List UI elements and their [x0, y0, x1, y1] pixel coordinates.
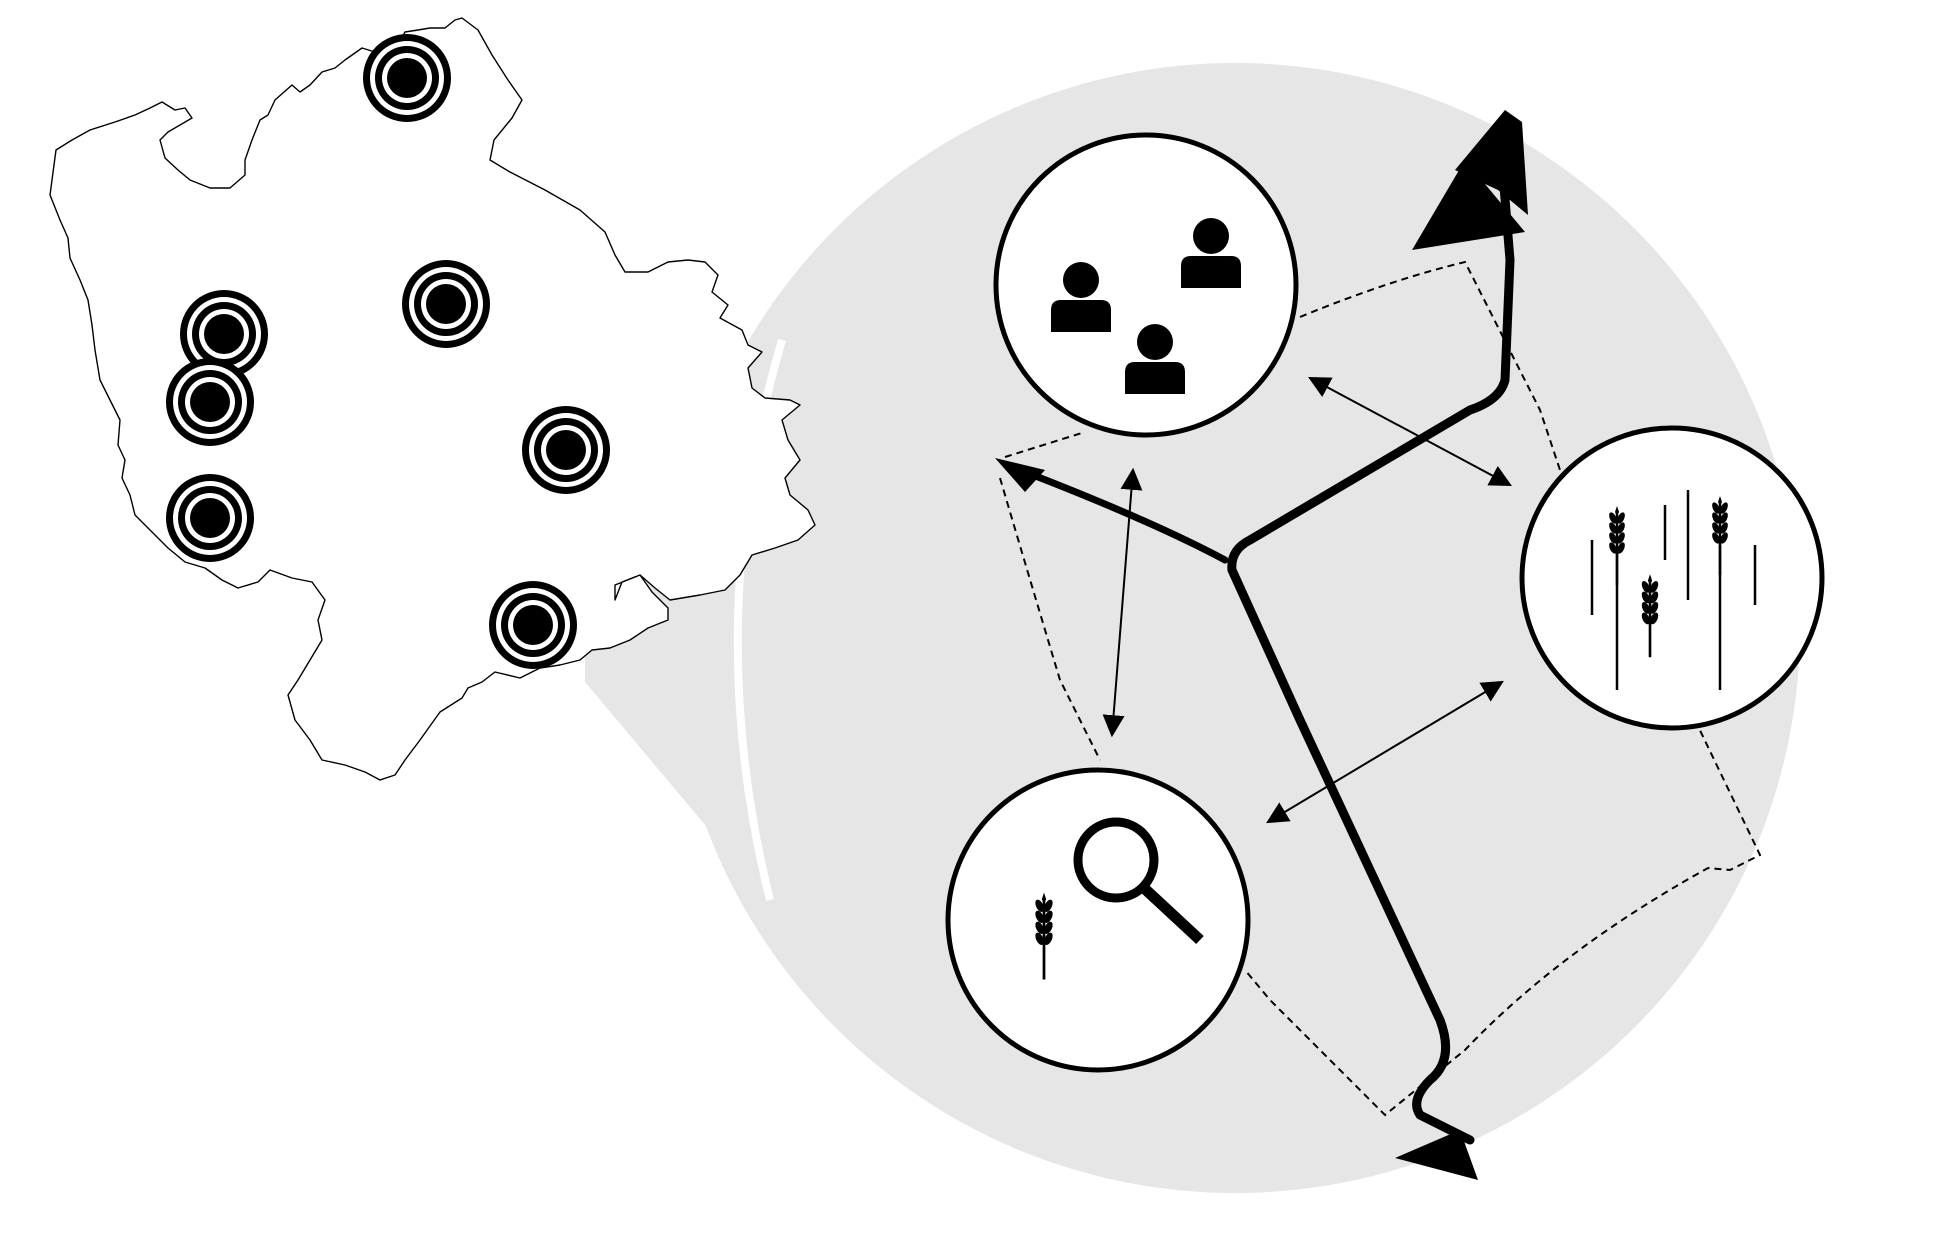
region-marker-6 [166, 474, 254, 562]
node-field[interactable] [1519, 425, 1825, 731]
region-marker-2 [402, 260, 490, 348]
parcel-boundary [999, 260, 1762, 1117]
wheat-field-icon [1590, 490, 1757, 690]
magnifier-wheat-icon [1032, 817, 1204, 981]
node-community[interactable] [993, 132, 1299, 438]
road-arrowhead-west [995, 458, 1045, 492]
region-marker-4 [166, 358, 254, 446]
region-outline [49, 17, 816, 781]
connector-community-research [1102, 467, 1143, 738]
road-arrowhead-south [1395, 1130, 1478, 1180]
region-marker-5 [522, 406, 610, 494]
road-arrowhead-north [1455, 110, 1528, 215]
connector-community-field [1308, 376, 1512, 487]
connector-research-field [1266, 680, 1504, 824]
node-research[interactable] [945, 767, 1251, 1073]
region-marker-1 [363, 34, 451, 122]
road-arrowhead-north-cap [1412, 160, 1525, 250]
region-marker-7 [489, 581, 577, 669]
